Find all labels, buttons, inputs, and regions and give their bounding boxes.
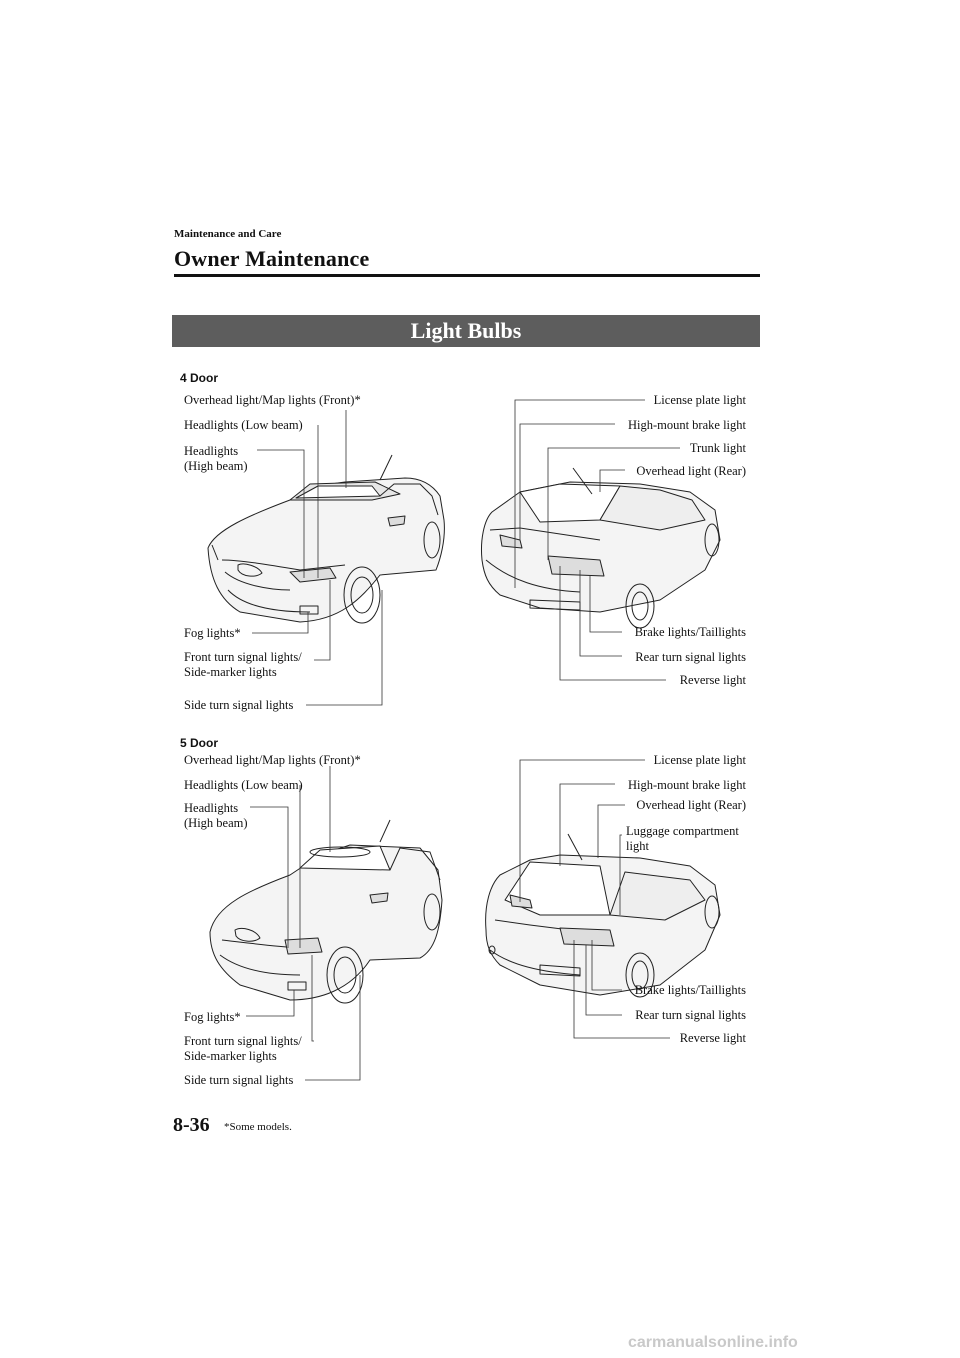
label-reverse-4door: Reverse light [679, 673, 746, 687]
section-label: Maintenance and Care [174, 228, 282, 240]
label-trunk-light-4door: Trunk light [689, 441, 746, 455]
label-reverse-5door: Reverse light [679, 1031, 746, 1045]
label-overhead-front-5door: Overhead light/Map lights (Front)* [184, 753, 361, 767]
label-license-plate-4door: License plate light [653, 393, 746, 407]
label-luggage-5door-line1: Luggage compartment [626, 824, 739, 838]
light-bulbs-banner: Light Bulbs [172, 315, 760, 347]
label-front-turn-5door-line2: Side-marker lights [184, 1049, 277, 1063]
watermark: carmanualsonline.info [628, 1334, 798, 1351]
page-title: Owner Maintenance [174, 246, 370, 271]
sedan-rear-illustration [481, 467, 721, 629]
label-brake-taillights-5door: Brake lights/Taillights [634, 983, 746, 997]
label-overhead-rear-4door: Overhead light (Rear) [636, 464, 746, 478]
label-side-turn-5door: Side turn signal lights [184, 1073, 294, 1087]
page-number: 8-36 [173, 1114, 210, 1136]
label-brake-taillights-4door: Brake lights/Taillights [634, 625, 746, 639]
label-headlights-low-5door: Headlights (Low beam) [184, 778, 303, 792]
hatchback-rear-illustration [485, 833, 721, 998]
label-front-turn-5door-line1: Front turn signal lights/ [184, 1034, 302, 1048]
label-license-plate-5door: License plate light [653, 753, 746, 767]
label-rear-turn-5door: Rear turn signal lights [635, 1008, 746, 1022]
label-luggage-5door-line2: light [626, 839, 649, 853]
label-overhead-rear-5door: Overhead light (Rear) [636, 798, 746, 812]
label-fog-5door: Fog lights* [184, 1010, 241, 1024]
label-rear-turn-4door: Rear turn signal lights [635, 650, 746, 664]
four-door-label: 4 Door [180, 371, 219, 385]
sedan-front-illustration [207, 454, 445, 624]
label-headlights-high-4door-line2: (High beam) [184, 459, 248, 473]
footnote: *Some models. [224, 1121, 292, 1133]
label-headlights-high-4door-line1: Headlights [184, 444, 239, 458]
label-headlights-high-5door-line2: (High beam) [184, 816, 248, 830]
label-side-turn-4door: Side turn signal lights [184, 698, 294, 712]
label-high-mount-brake-5door: High-mount brake light [627, 778, 746, 792]
label-headlights-high-5door-line1: Headlights [184, 801, 239, 815]
label-high-mount-brake-4door: High-mount brake light [627, 418, 746, 432]
label-front-turn-4door-line2: Side-marker lights [184, 665, 277, 679]
label-overhead-front-4door: Overhead light/Map lights (Front)* [184, 393, 361, 407]
five-door-label: 5 Door [180, 736, 219, 750]
hatchback-front-illustration [209, 819, 443, 1004]
label-front-turn-4door-line1: Front turn signal lights/ [184, 650, 302, 664]
leader-lines [246, 399, 680, 1081]
title-rule [174, 274, 760, 277]
label-headlights-low-4door: Headlights (Low beam) [184, 418, 303, 432]
label-fog-4door: Fog lights* [184, 626, 241, 640]
